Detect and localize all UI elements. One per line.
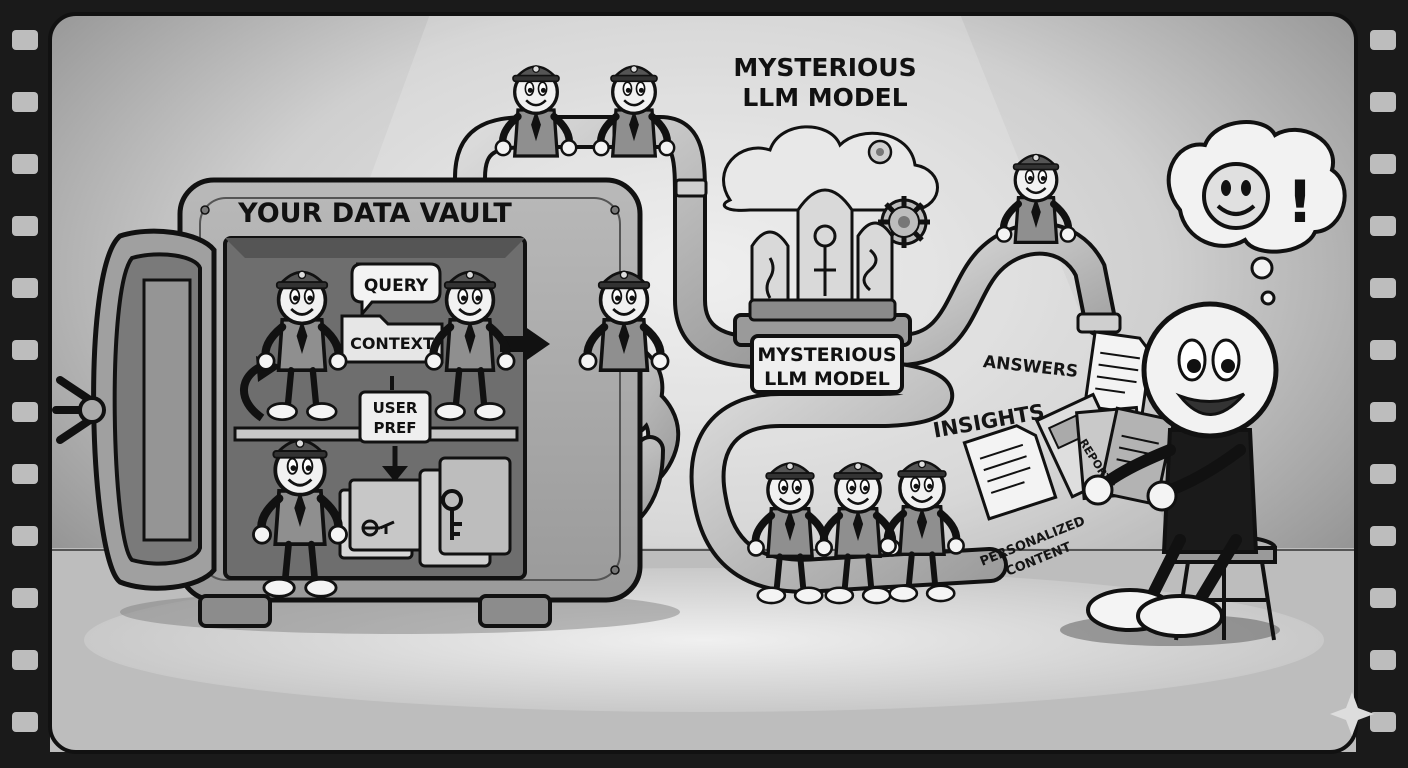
sprocket-hole bbox=[12, 650, 38, 670]
thought-bubble: ! bbox=[1166, 120, 1347, 306]
guard-hill bbox=[995, 153, 1077, 245]
gear-icon bbox=[878, 196, 930, 248]
sprocket-hole bbox=[12, 526, 38, 546]
model-sign-label: MYSTERIOUS bbox=[757, 344, 896, 366]
guard-on-pipe bbox=[578, 270, 670, 373]
exclamation-mark: ! bbox=[1287, 168, 1313, 236]
llm-machine: MYSTERIOUS LLM MODEL MYSTERIOUS LLM MODE… bbox=[722, 53, 939, 394]
sprocket-hole bbox=[12, 92, 38, 112]
sprocket-hole bbox=[12, 464, 38, 484]
happy-user bbox=[1082, 301, 1279, 638]
sprocket-hole bbox=[1370, 216, 1396, 236]
model-sign-label-line2: LLM MODEL bbox=[764, 368, 890, 390]
sprocket-hole bbox=[12, 340, 38, 360]
film-sprockets bbox=[12, 30, 1396, 732]
sprocket-hole bbox=[1370, 154, 1396, 174]
sprocket-hole bbox=[12, 402, 38, 422]
sprocket-hole bbox=[12, 216, 38, 236]
guard-left-upper bbox=[256, 270, 348, 422]
smiley-icon bbox=[1202, 162, 1270, 230]
worker-2 bbox=[815, 462, 901, 605]
model-top-label-line2: LLM MODEL bbox=[742, 83, 907, 112]
sprocket-hole bbox=[1370, 402, 1396, 422]
sprocket-hole bbox=[1370, 650, 1396, 670]
sprocket-hole bbox=[1370, 464, 1396, 484]
guard-top-left bbox=[494, 65, 578, 158]
sprocket-hole bbox=[1370, 30, 1396, 50]
sprocket-hole bbox=[1370, 526, 1396, 546]
guard-top-right bbox=[592, 65, 676, 158]
sprocket-hole bbox=[12, 30, 38, 50]
sprocket-hole bbox=[12, 588, 38, 608]
down-arrow-icon bbox=[382, 466, 408, 482]
sprocket-hole bbox=[1370, 712, 1396, 732]
data-vault: YOUR DATA VAULT QUERY CONTEXT USER PREF bbox=[52, 177, 680, 634]
small-gear-icon bbox=[867, 139, 893, 165]
guard-lower bbox=[252, 438, 348, 598]
user-pref-tag: USER bbox=[373, 399, 418, 417]
guard-right-upper bbox=[424, 270, 516, 422]
query-bubble: QUERY bbox=[364, 276, 429, 296]
model-top-label: MYSTERIOUS bbox=[733, 53, 916, 82]
sprocket-hole bbox=[1370, 278, 1396, 298]
sprocket-hole bbox=[12, 712, 38, 732]
worker-3 bbox=[879, 460, 965, 603]
context-folder: CONTEXT bbox=[350, 334, 434, 353]
cartoon-characters bbox=[252, 65, 1279, 638]
file-folders bbox=[338, 456, 512, 568]
sparkle-icon bbox=[1330, 692, 1374, 736]
sprocket-hole bbox=[1370, 92, 1396, 112]
vault-title: YOUR DATA VAULT bbox=[237, 198, 512, 229]
user-pref-tag-line2: PREF bbox=[373, 419, 416, 437]
sprocket-hole bbox=[1370, 588, 1396, 608]
sprocket-hole bbox=[1370, 340, 1396, 360]
sprocket-hole bbox=[12, 154, 38, 174]
right-arrow-icon bbox=[524, 326, 550, 362]
vault-door bbox=[52, 228, 217, 591]
floor-spotlight bbox=[84, 568, 1324, 712]
sprocket-hole bbox=[12, 278, 38, 298]
